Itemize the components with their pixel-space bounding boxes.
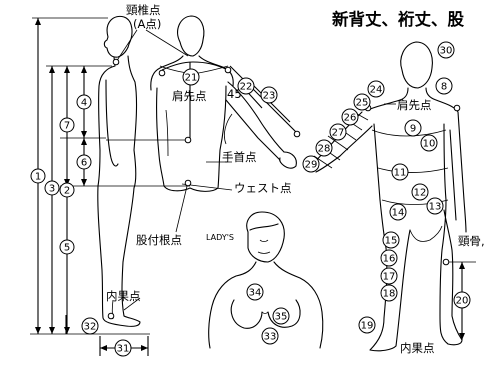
svg-text:22: 22 (240, 82, 253, 93)
number-19-badge: 19 (358, 316, 376, 334)
svg-text:19: 19 (361, 321, 374, 332)
number-23-badge: 23 (260, 86, 278, 104)
svg-text:8: 8 (441, 82, 447, 93)
svg-text:7: 7 (64, 121, 70, 132)
label-ankle-point-side: 内果点 (106, 289, 141, 303)
number-3-badge: 3 (44, 180, 60, 196)
svg-text:15: 15 (385, 236, 398, 247)
back-view-figure (150, 15, 297, 192)
number-10-badge: 10 (420, 134, 438, 152)
number-13-badge: 13 (426, 197, 444, 215)
svg-text:35: 35 (275, 312, 288, 323)
svg-text:27: 27 (332, 128, 345, 139)
svg-text:21: 21 (185, 73, 198, 84)
number-34-badge: 34 (246, 283, 264, 301)
svg-text:24: 24 (370, 85, 383, 96)
number-20-badge: 20 (453, 291, 471, 309)
label-wrist-point: 手首点 (222, 150, 257, 164)
number-16-badge: 16 (380, 249, 398, 267)
number-14-badge: 14 (389, 203, 407, 221)
svg-text:5: 5 (64, 243, 70, 254)
number-6-badge: 6 (76, 154, 92, 170)
label-shoulder-point-front: 肩先点 (397, 98, 432, 112)
number-11-badge: 11 (391, 163, 409, 181)
svg-text:14: 14 (392, 208, 405, 219)
number-35-badge: 35 (272, 307, 290, 325)
number-26-badge: 26 (341, 108, 359, 126)
number-22-badge: 22 (237, 77, 255, 95)
svg-text:1: 1 (35, 172, 41, 183)
landmark-points (107, 58, 461, 320)
number-12-badge: 12 (411, 183, 429, 201)
label-ankle-point-front: 内果点 (400, 341, 435, 355)
svg-text:18: 18 (383, 289, 396, 300)
label-neck-point-a: (A点) (133, 17, 161, 31)
number-29-badge: 29 (302, 155, 320, 173)
side-view-figure (97, 15, 141, 327)
svg-text:28: 28 (318, 144, 331, 155)
number-5-badge: 5 (59, 239, 75, 255)
svg-text:29: 29 (305, 160, 318, 171)
number-2-badge: 2 (59, 182, 75, 198)
ladys-inset-figure (208, 211, 324, 349)
foot-measure-lines (65, 315, 149, 356)
svg-text:25: 25 (356, 98, 369, 109)
label-neck-bone: 頸骨, (458, 234, 485, 248)
svg-text:11: 11 (394, 168, 407, 179)
label-ladys: LADY'S (206, 233, 234, 242)
svg-text:2: 2 (64, 186, 70, 197)
svg-text:26: 26 (344, 113, 357, 124)
svg-text:17: 17 (383, 272, 396, 283)
svg-text:34: 34 (249, 288, 262, 299)
number-24-badge: 24 (367, 80, 385, 98)
number-25-badge: 25 (353, 93, 371, 111)
number-8-badge: 8 (435, 77, 453, 95)
number-4-badge: 4 (76, 94, 92, 110)
number-7-badge: 7 (59, 117, 75, 133)
number-28-badge: 28 (315, 139, 333, 157)
number-21-badge: 21 (182, 68, 200, 86)
label-neck-point: 頸椎点 (126, 3, 161, 17)
svg-text:3: 3 (49, 184, 55, 195)
number-17-badge: 17 (380, 267, 398, 285)
leader-lines (115, 29, 396, 311)
label-shoulder-point-back: 肩先点 (172, 89, 207, 103)
svg-text:10: 10 (423, 139, 436, 150)
svg-text:6: 6 (81, 158, 87, 169)
number-30-badge: 30 (437, 41, 455, 59)
number-18-badge: 18 (380, 284, 398, 302)
svg-text:12: 12 (414, 188, 427, 199)
svg-text:32: 32 (84, 322, 97, 333)
label-waist-point: ウェスト点 (234, 181, 292, 195)
number-15-badge: 15 (382, 231, 400, 249)
svg-text:33: 33 (264, 332, 277, 343)
number-9-badge: 9 (404, 119, 422, 137)
svg-text:16: 16 (383, 254, 396, 265)
svg-text:23: 23 (263, 91, 276, 102)
svg-text:4: 4 (81, 98, 87, 109)
number-1-badge: 1 (30, 168, 46, 184)
number-32-badge: 32 (81, 317, 99, 335)
number-27-badge: 27 (329, 123, 347, 141)
svg-text:30: 30 (440, 46, 453, 57)
svg-text:13: 13 (429, 202, 442, 213)
svg-text:20: 20 (456, 296, 469, 307)
label-crotch-point: 股付根点 (136, 233, 182, 247)
number-31-badge: 31 (114, 339, 132, 357)
svg-text:9: 9 (410, 124, 416, 135)
number-33-badge: 33 (261, 327, 279, 345)
diagram-title: 新背丈、裄丈、股 (332, 9, 465, 29)
svg-text:31: 31 (117, 344, 130, 355)
